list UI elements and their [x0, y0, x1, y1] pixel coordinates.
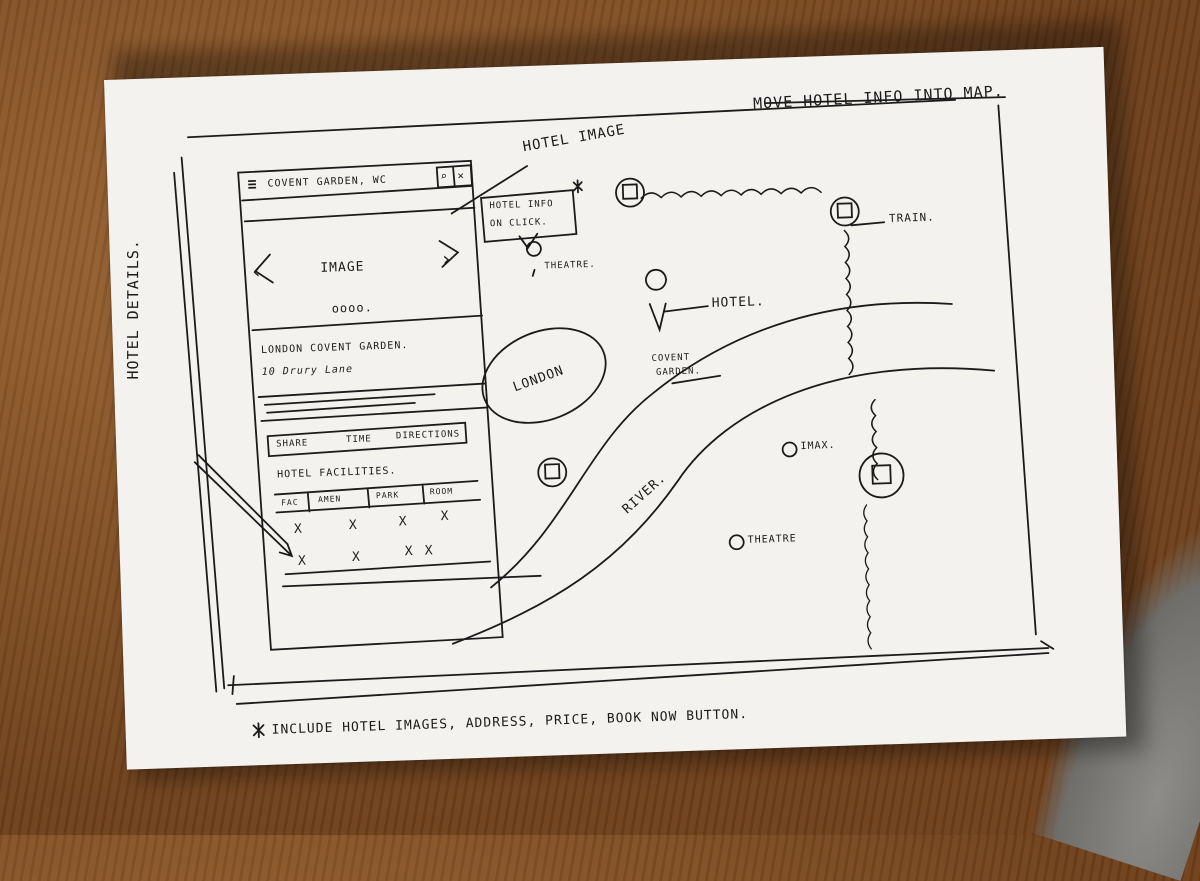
facility-header: FAC — [280, 497, 299, 508]
screen-frame-top-2 — [764, 96, 1006, 104]
image-label: IMAGE — [320, 259, 365, 276]
popup-star — [572, 179, 583, 194]
facilities-table-row — [275, 498, 482, 514]
close-icon[interactable]: × — [457, 169, 466, 183]
panel-divider-1 — [243, 206, 476, 223]
covent-garden-label-1: COVENT — [651, 352, 691, 364]
train-track-top — [640, 186, 822, 200]
screen-frame-left-2 — [173, 171, 218, 693]
station-icon-left — [537, 457, 568, 488]
side-label-arrow — [193, 461, 294, 558]
facilities-col-3 — [421, 484, 426, 505]
footer-star — [252, 722, 265, 739]
facilities-divider-bottom — [284, 560, 492, 576]
side-label: HOTEL DETAILS. — [123, 239, 143, 380]
action-bar — [266, 421, 468, 458]
bottom-corner-marks — [231, 640, 1055, 695]
facility-mark: X — [351, 549, 362, 566]
london-ellipse — [481, 327, 607, 424]
carousel-prev-button[interactable]: ‹ — [250, 258, 264, 284]
imax-label[interactable]: IMAX. — [800, 439, 836, 453]
screen-frame-top — [187, 98, 957, 139]
screen-frame-bottom-2 — [235, 652, 1050, 705]
popup-pointer — [518, 232, 539, 250]
station-icon-topleft-glyph — [621, 183, 639, 200]
sketch-drawing — [173, 96, 1055, 739]
panel-divider-2 — [251, 314, 483, 332]
carousel-next-button[interactable]: › — [439, 246, 454, 271]
train-label: TRAIN. — [888, 210, 935, 226]
popup-box — [480, 189, 578, 243]
popup-line-2: ON CLICK. — [489, 217, 548, 230]
facility-header: AMEN — [317, 494, 342, 505]
panel-divider-3 — [257, 382, 486, 398]
carousel-left-arrow — [254, 253, 274, 284]
facility-header: ROOM — [429, 486, 454, 497]
sketch-paper: MOVE HOTEL INFO INTO MAP. HOTEL DETAILS.… — [104, 46, 1127, 770]
screen-frame-bottom — [227, 647, 1050, 687]
popup-line-1: HOTEL INFO — [489, 199, 554, 212]
panel-icon-divider — [452, 166, 456, 188]
facilities-table-top — [273, 479, 479, 496]
station-icon-topright — [829, 196, 860, 227]
station-icon-right-glyph — [871, 464, 892, 485]
facility-mark: X — [404, 543, 414, 560]
station-icon-left-glyph — [544, 463, 561, 480]
panel-divider-4 — [260, 406, 488, 422]
hotel-pin-connector — [664, 305, 709, 313]
menu-icon[interactable]: ≡ — [247, 174, 258, 194]
hotel-image-connector — [450, 165, 528, 215]
facilities-col-2 — [366, 488, 371, 509]
panel-border — [237, 159, 504, 651]
search-icon[interactable]: ⌕ — [440, 169, 449, 183]
facility-mark: X — [424, 543, 434, 559]
station-icon-topleft — [615, 177, 645, 208]
facility-mark: X — [297, 553, 308, 569]
address-line-a — [263, 393, 436, 406]
screen-frame-left — [180, 156, 226, 690]
time-button[interactable]: TIME — [345, 434, 372, 446]
station-icon-topright-glyph — [836, 202, 853, 219]
share-button[interactable]: SHARE — [276, 438, 309, 450]
imax-pin — [781, 441, 798, 458]
carousel-dots[interactable]: oooo. — [331, 300, 374, 316]
train-track-bottom — [863, 504, 872, 650]
covent-garden-underline — [671, 374, 722, 385]
theatre-pin-top — [525, 240, 542, 277]
side-label-arrow-2 — [197, 454, 289, 546]
theatre-label-bottom[interactable]: THEATRE — [747, 533, 797, 546]
facility-mark: X — [398, 514, 408, 530]
panel-underline-long — [281, 574, 542, 588]
carousel-right-arrow — [438, 240, 460, 268]
facility-mark: X — [440, 508, 450, 525]
river-bank-upper — [490, 301, 953, 589]
address-line-b — [266, 401, 416, 414]
screen-frame-right — [997, 104, 1037, 636]
facility-mark: X — [293, 521, 304, 537]
panel-header-divider — [241, 184, 474, 202]
facility-mark: X — [348, 517, 358, 534]
facilities-col-1 — [306, 492, 311, 513]
hotel-pin — [645, 268, 667, 333]
theatre-label-top[interactable]: THEATRE. — [544, 259, 596, 272]
facility-header: PARK — [375, 490, 400, 501]
hotel-pin-label[interactable]: HOTEL. — [711, 294, 765, 311]
station-icon-right — [858, 452, 905, 499]
river-bank-lower — [451, 367, 996, 645]
train-connector — [850, 221, 886, 227]
theatre-pin-bottom — [728, 534, 745, 551]
directions-button[interactable]: DIRECTIONS — [395, 429, 461, 442]
covent-garden-label-2: GARDEN. — [655, 366, 702, 378]
train-track-right — [843, 229, 854, 376]
